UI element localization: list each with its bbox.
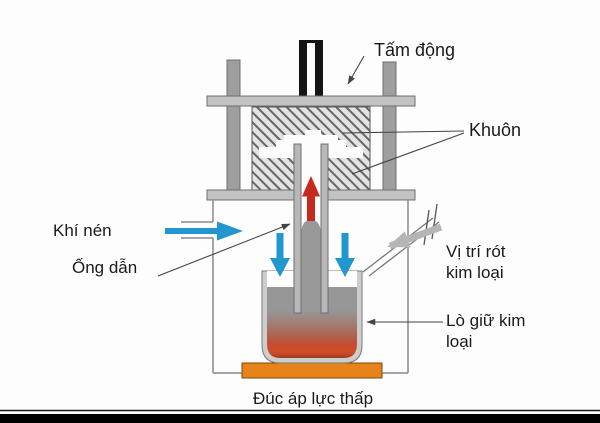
- conduit-pointer: [157, 223, 291, 277]
- label-moving-plate: Tấm động: [374, 40, 456, 60]
- label-conduit: Ống dẫn: [72, 258, 138, 277]
- right-column: [382, 61, 397, 192]
- lower-plate-left: [206, 189, 295, 201]
- callout-lines: [157, 55, 465, 326]
- air-down-arrow-left: [270, 233, 290, 277]
- label-mold: Khuôn: [469, 120, 522, 140]
- riser-tube: [293, 139, 329, 314]
- metal-in-tube: [301, 220, 321, 312]
- left-column: [226, 59, 241, 192]
- heater-plate: [241, 362, 383, 379]
- mold-pointer-lower: [351, 132, 465, 175]
- piston-rod: [299, 40, 323, 97]
- moving-plate-pointer: [347, 55, 365, 85]
- molten-metal: [267, 287, 357, 358]
- lower-plate-right: [327, 189, 416, 201]
- label-compressed-air: Khí nén: [53, 221, 112, 240]
- label-holding-furnace: Lò giữ kim loại: [446, 311, 526, 351]
- figure-caption: Đúc áp lực thấp: [252, 389, 374, 408]
- crucible: [261, 270, 363, 364]
- pour-direction-arrow: [387, 223, 443, 250]
- air-inlet-arrow: [165, 221, 243, 241]
- mold-pointer-upper: [342, 130, 465, 134]
- moving-plate: [206, 95, 416, 107]
- air-down-arrow-right: [335, 233, 355, 277]
- label-pour-position: Vị trí rót kim loại: [446, 242, 506, 282]
- bottom-black-bar: [0, 414, 600, 423]
- metal-up-arrow: [302, 176, 320, 221]
